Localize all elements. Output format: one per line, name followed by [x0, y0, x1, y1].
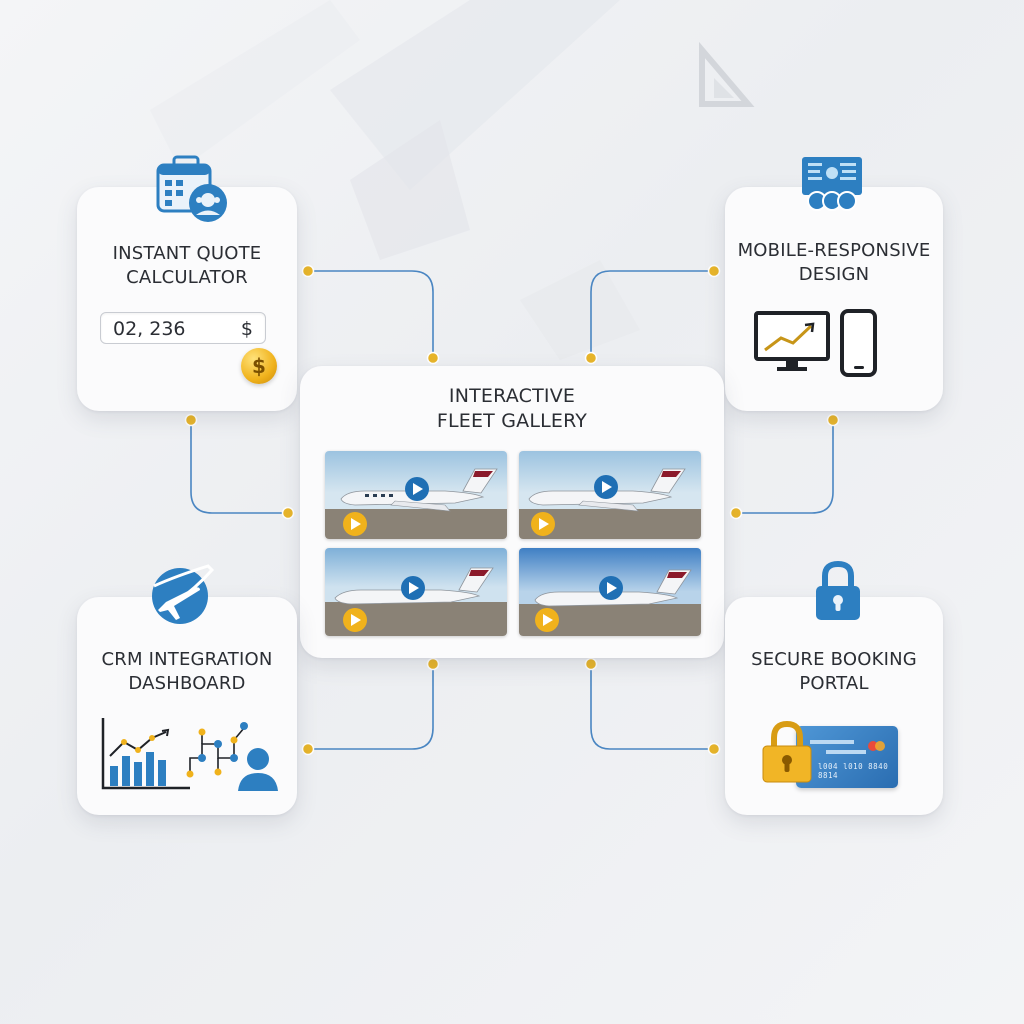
fleet-gallery-title: INTERACTIVE FLEET GALLERY — [436, 385, 588, 432]
fleet-thumbnail-3[interactable] — [325, 548, 507, 636]
quote-amount-input[interactable]: 02, 236 $ — [100, 312, 266, 344]
secure-booking-title: SECURE BOOKING PORTAL — [751, 649, 917, 694]
quote-amount-value: 02, 236 — [113, 318, 186, 340]
jet-image — [325, 451, 507, 539]
mobile-responsive-title: MOBILE-RESPONSIVE DESIGN — [737, 240, 931, 285]
fleet-thumbnail-4[interactable] — [519, 548, 701, 636]
jet-image — [519, 451, 701, 539]
gold-coin-icon: $ — [241, 348, 277, 384]
padlock-icon — [816, 560, 860, 620]
support-agent-icon — [189, 184, 227, 222]
credit-card-icon: l004 l010 8840 8814 — [796, 726, 898, 788]
gold-padlock-icon — [762, 720, 812, 783]
card-number: l004 l010 8840 8814 — [818, 762, 889, 780]
jet-image — [325, 548, 507, 636]
currency-symbol: $ — [240, 318, 253, 340]
user-icon — [238, 748, 278, 791]
network-nodes-icon — [186, 722, 248, 778]
instant-quote-title: INSTANT QUOTE CALCULATOR — [112, 243, 262, 288]
video-conference-icon — [802, 157, 862, 211]
airplane-globe-icon — [152, 564, 215, 624]
monitor-chart-icon — [754, 311, 830, 371]
fleet-thumbnail-1[interactable] — [325, 451, 507, 539]
jet-image — [519, 548, 701, 636]
mobile-responsive-card[interactable] — [725, 187, 943, 411]
smartphone-icon — [840, 309, 877, 377]
fleet-thumbnail-2[interactable] — [519, 451, 701, 539]
crm-dashboard-title: CRM INTEGRATION DASHBOARD — [101, 649, 273, 694]
bar-chart-icon — [101, 718, 190, 790]
